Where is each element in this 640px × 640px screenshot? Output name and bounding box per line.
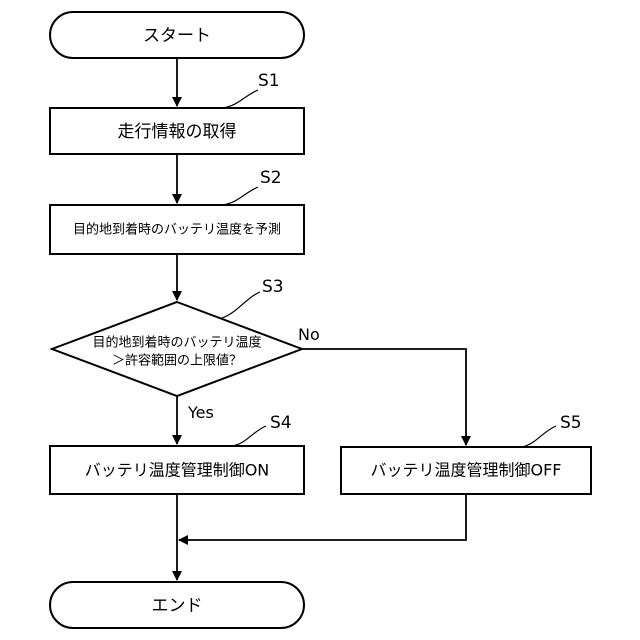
- step-s2-text: 目的地到着時のバッテリ温度を予測: [73, 222, 281, 238]
- arrow-s5-merge: [179, 494, 466, 540]
- step-s4-leader: [232, 426, 266, 446]
- step-s5-leader: [522, 426, 556, 447]
- step-s5-text: バッテリ温度管理制御OFF: [370, 461, 561, 480]
- step-s1-text: 走行情報の取得: [118, 122, 237, 142]
- step-s2-leader: [222, 187, 258, 205]
- start-terminal: スタート: [50, 12, 304, 58]
- step-s1-label: S1: [258, 71, 280, 91]
- step-s2-label: S2: [260, 168, 282, 188]
- decision-s3-leader: [222, 292, 260, 318]
- end-terminal: エンド: [50, 582, 304, 628]
- branch-no-label: No: [298, 325, 320, 344]
- decision-s3: 目的地到着時のバッテリ温度 ＞許容範囲の上限値？: [52, 302, 302, 396]
- decision-s3-line1: 目的地到着時のバッテリ温度: [92, 335, 261, 351]
- step-s4-label: S4: [270, 413, 292, 433]
- step-s4-text: バッテリ温度管理制御ON: [85, 461, 270, 480]
- step-s2: 目的地到着時のバッテリ温度を予測: [50, 205, 304, 254]
- decision-s3-label: S3: [262, 277, 284, 297]
- step-s5: バッテリ温度管理制御OFF: [341, 447, 591, 494]
- branch-yes-label: Yes: [187, 403, 214, 422]
- decision-s3-line2: ＞許容範囲の上限値？: [112, 353, 242, 369]
- start-label: スタート: [143, 26, 211, 46]
- step-s1-leader: [222, 90, 258, 108]
- step-s5-label: S5: [560, 413, 582, 433]
- step-s1: 走行情報の取得: [50, 108, 304, 154]
- end-label: エンド: [152, 596, 203, 616]
- step-s4: バッテリ温度管理制御ON: [50, 446, 304, 494]
- arrow-no-s5: [302, 349, 466, 445]
